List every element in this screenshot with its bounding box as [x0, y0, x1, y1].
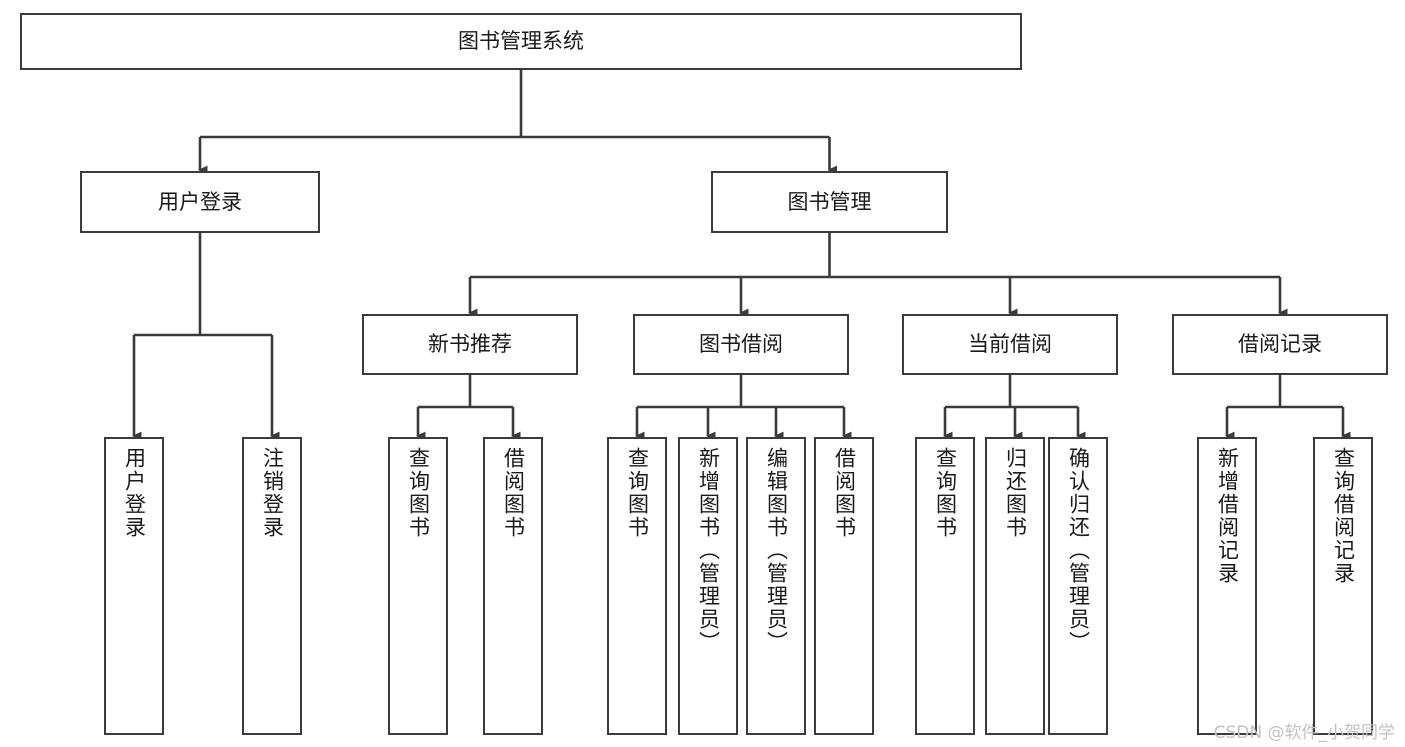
node-leaf-add-book[interactable]: 新增图书（管理员） — [678, 437, 738, 735]
node-leaf-confirm-return[interactable]: 确认归还（管理员） — [1048, 437, 1108, 735]
node-label: 用户登录 — [122, 447, 147, 539]
watermark-label: CSDN @软件_小贺同学 — [1213, 723, 1395, 743]
node-new-book-rec[interactable]: 新书推荐 — [362, 314, 578, 375]
node-book-manage[interactable]: 图书管理 — [711, 171, 948, 233]
node-label: 新增图书（管理员） — [696, 447, 721, 654]
node-label: 用户登录 — [158, 189, 242, 214]
node-label: 确认归还（管理员） — [1066, 447, 1091, 654]
node-leaf-return-book[interactable]: 归还图书 — [985, 437, 1045, 735]
node-label: 归还图书 — [1003, 447, 1028, 539]
node-label: 借阅图书 — [501, 447, 526, 539]
node-label: 图书管理系统 — [458, 29, 584, 54]
node-leaf-add-record[interactable]: 新增借阅记录 — [1197, 437, 1257, 735]
node-root[interactable]: 图书管理系统 — [20, 13, 1022, 70]
node-leaf-query-book-2[interactable]: 查询图书 — [607, 437, 667, 735]
node-label: 新书推荐 — [428, 332, 512, 357]
connector-lines — [131, 70, 1351, 441]
node-label: 查询图书 — [625, 447, 650, 539]
node-leaf-borrow-book-1[interactable]: 借阅图书 — [483, 437, 543, 735]
node-label: 借阅记录 — [1238, 332, 1322, 357]
node-leaf-query-record[interactable]: 查询借阅记录 — [1313, 437, 1373, 735]
node-leaf-user-logout[interactable]: 注销登录 — [242, 437, 302, 735]
node-current-borrow[interactable]: 当前借阅 — [902, 314, 1118, 375]
node-label: 图书借阅 — [699, 332, 783, 357]
node-label: 借阅图书 — [832, 447, 857, 539]
node-label: 查询借阅记录 — [1331, 447, 1356, 585]
node-leaf-borrow-book-2[interactable]: 借阅图书 — [814, 437, 874, 735]
node-leaf-user-login[interactable]: 用户登录 — [104, 437, 164, 735]
node-book-borrow[interactable]: 图书借阅 — [633, 314, 849, 375]
node-leaf-edit-book[interactable]: 编辑图书（管理员） — [746, 437, 806, 735]
node-leaf-query-book-3[interactable]: 查询图书 — [915, 437, 975, 735]
node-label: 编辑图书（管理员） — [764, 447, 789, 654]
node-label: 图书管理 — [787, 189, 872, 214]
node-label: 注销登录 — [260, 447, 285, 539]
node-leaf-query-book-1[interactable]: 查询图书 — [388, 437, 448, 735]
node-user-login[interactable]: 用户登录 — [80, 171, 320, 233]
node-label: 查询图书 — [406, 447, 431, 539]
node-label: 新增借阅记录 — [1215, 447, 1240, 585]
node-label: 查询图书 — [933, 447, 958, 539]
node-borrow-record[interactable]: 借阅记录 — [1172, 314, 1388, 375]
node-label: 当前借阅 — [968, 332, 1052, 357]
